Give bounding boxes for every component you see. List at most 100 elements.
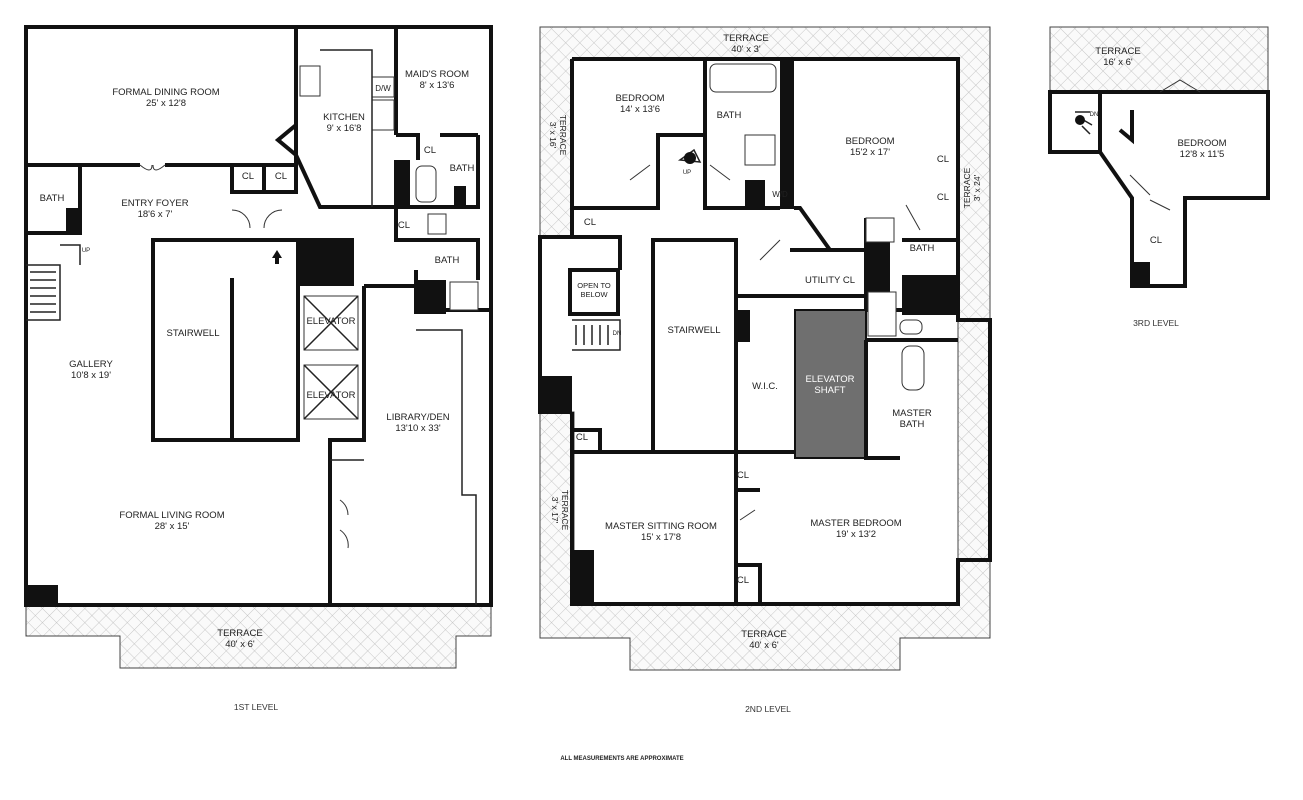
first-stair-up-label: UP (81, 248, 91, 254)
first-level-plan (24, 25, 493, 669)
second-elevator-shaft-label: ELEVATOR SHAFT (805, 374, 855, 396)
room-size: 40' x 6' (225, 639, 255, 650)
room-size: 8' x 13'6 (419, 80, 455, 91)
room-name: MASTER BEDROOM (810, 518, 902, 529)
second-closet-label: CL (575, 432, 589, 443)
room-name: KITCHEN (323, 112, 365, 123)
room-name: FORMAL DINING ROOM (112, 87, 220, 98)
second-open-to-below-label: OPEN TO BELOW (577, 281, 611, 299)
second-terrace-frame (539, 26, 991, 671)
first-closet-label: CL (241, 171, 255, 182)
third-stair-down-label: DN (1089, 112, 1099, 118)
elevator-shaft-block (794, 309, 867, 459)
room-size: 40' x 6' (749, 640, 779, 651)
first-bath-label: BATH (39, 193, 65, 204)
first-bath-label: BATH (449, 163, 475, 174)
room-size: 3' x 24' (972, 174, 982, 202)
room-name: TERRACE (217, 628, 263, 639)
second-closet-label: CL (736, 470, 750, 481)
second-stairwell-label: STAIRWELL (667, 325, 721, 336)
room-name: BEDROOM (1177, 138, 1227, 149)
room-name: TERRACE (962, 167, 972, 209)
room-size: 12'8 x 11'5 (1179, 149, 1225, 160)
second-closet-label: CL (936, 192, 950, 203)
third-level-plan (1048, 26, 1270, 288)
room-name: LIBRARY/DEN (386, 412, 450, 423)
room-name: TERRACE (558, 114, 568, 156)
third-closet-label: CL (1149, 235, 1163, 246)
room-size: 25' x 12'8 (145, 98, 187, 109)
second-level-caption: 2ND LEVEL (745, 704, 791, 714)
room-size: 10'8 x 19' (70, 370, 112, 381)
first-elevator-label: ELEVATOR (306, 316, 356, 327)
room-name: TERRACE (560, 489, 570, 531)
second-stair-up-label: UP (682, 170, 692, 176)
second-bath-label: BATH (909, 243, 935, 254)
first-closet-label: CL (397, 220, 411, 231)
second-walk-in-closet-label: W.I.C. (752, 381, 778, 392)
room-name: BEDROOM (615, 93, 665, 104)
first-elevator-label: ELEVATOR (306, 390, 356, 401)
second-level-plan (538, 26, 992, 671)
room-name: MAID'S ROOM (404, 69, 470, 80)
room-name: TERRACE (741, 629, 787, 640)
room-size: 16' x 6' (1103, 57, 1133, 68)
third-level-caption: 3RD LEVEL (1133, 318, 1179, 328)
second-washer-dryer-label: W/D (772, 190, 788, 199)
first-closet-label: CL (274, 171, 288, 182)
second-closet-label: CL (583, 217, 597, 228)
room-size: 3' x 17' (550, 496, 560, 524)
room-name: TERRACE (723, 33, 769, 44)
second-stair-down-label: DN (612, 331, 622, 337)
second-bath-label: BATH (716, 110, 742, 121)
room-size: 14' x 13'6 (619, 104, 661, 115)
room-name: TERRACE (1095, 46, 1141, 57)
second-stairwell-box (651, 238, 738, 454)
room-size: 40' x 3' (731, 44, 761, 55)
measurement-disclaimer: ALL MEASUREMENTS ARE APPROXIMATE (560, 756, 684, 762)
room-size: 15'2 x 17' (849, 147, 891, 158)
room-size: 3' x 16' (548, 121, 558, 149)
second-closet-label: CL (736, 575, 750, 586)
room-size: 13'10 x 33' (395, 423, 441, 434)
first-dishwasher-label: D/W (375, 84, 391, 93)
second-closet-label: CL (936, 154, 950, 165)
room-name: FORMAL LIVING ROOM (119, 510, 225, 521)
room-name: MASTER SITTING ROOM (605, 521, 717, 532)
room-name: GALLERY (69, 359, 113, 370)
third-outer-wall (1048, 90, 1270, 288)
second-master-bath-label: MASTER BATH (892, 408, 932, 430)
room-size: 18'6 x 7' (137, 209, 173, 220)
second-utility-closet-label: UTILITY CL (805, 275, 855, 286)
first-stairwell-label: STAIRWELL (166, 328, 220, 339)
room-size: 19' x 13'2 (835, 529, 877, 540)
first-bath-label: BATH (434, 255, 460, 266)
room-size: 15' x 17'8 (640, 532, 682, 543)
first-terrace (25, 604, 492, 669)
first-stairwell-box (151, 238, 300, 442)
first-outer-wall (24, 25, 493, 607)
room-size: 28' x 15' (154, 521, 190, 532)
first-closet-label: CL (423, 145, 437, 156)
room-size: 9' x 16'8 (326, 123, 362, 134)
third-terrace (1049, 26, 1269, 93)
